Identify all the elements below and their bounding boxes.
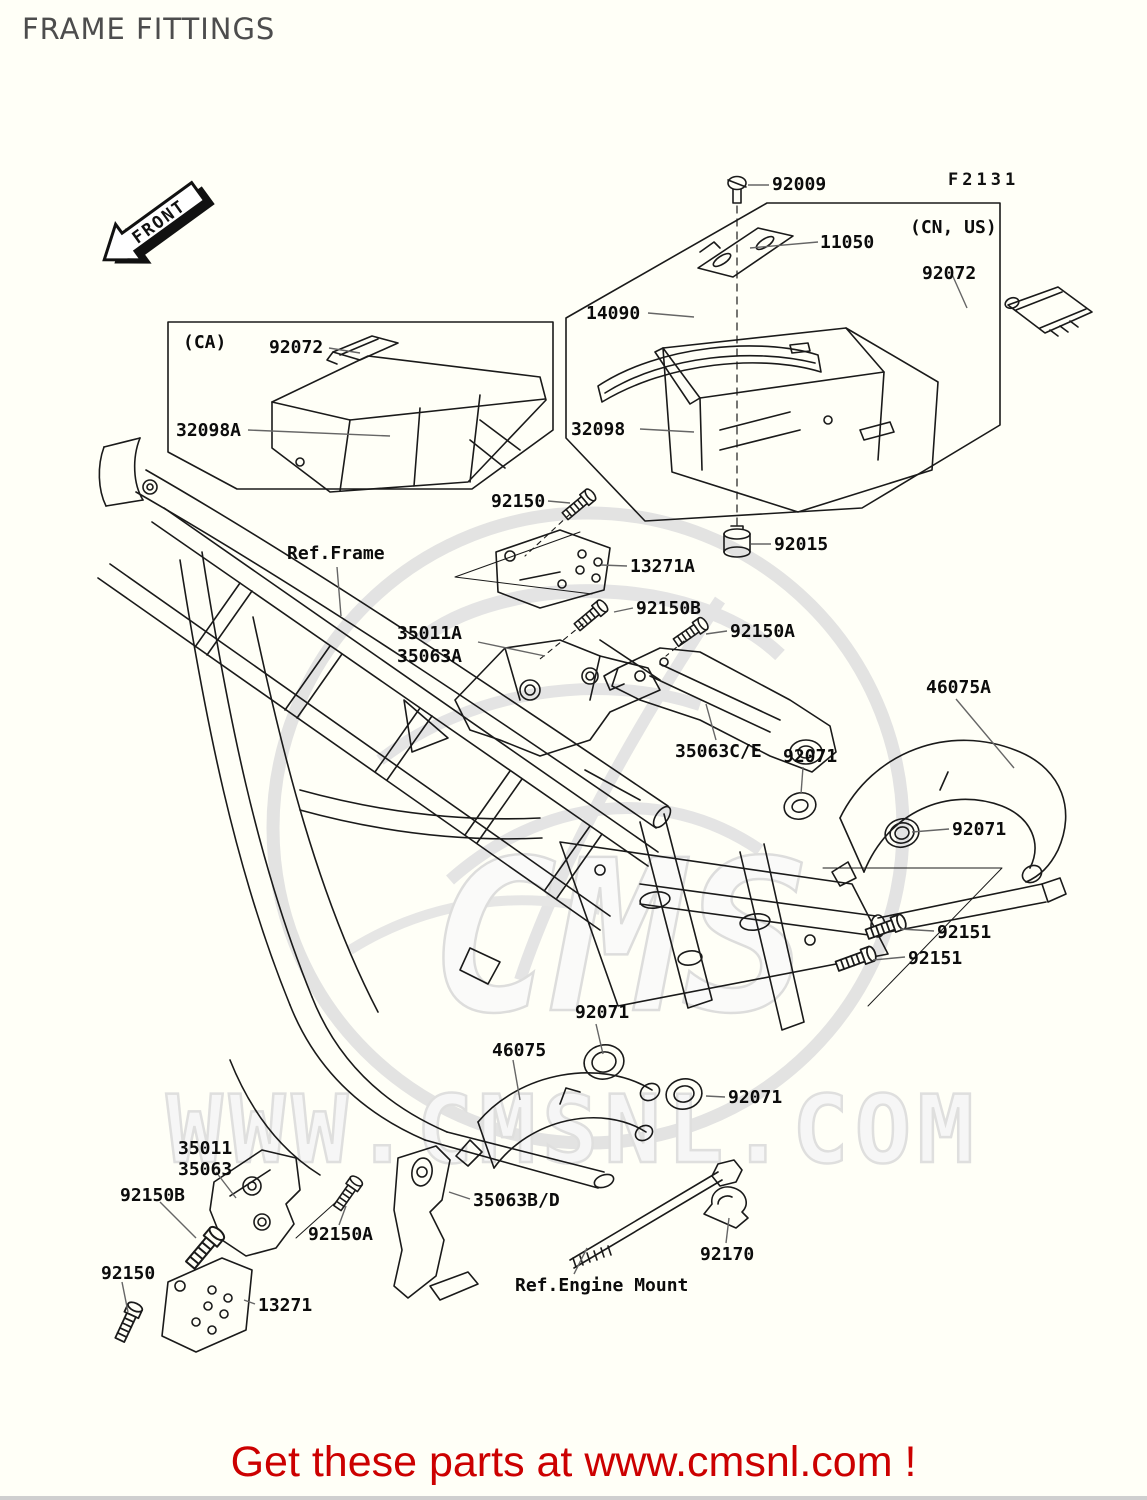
region-label-ca: (CA) (183, 332, 227, 353)
part-label-92150b-top: 92150B (636, 598, 702, 619)
battery-case-32098 (654, 327, 939, 513)
region-label-cn-us: (CN, US) (910, 217, 997, 238)
bolt-92150b-top (571, 597, 611, 634)
part-label-46075: 46075 (492, 1040, 547, 1061)
part-label-13271: 13271 (258, 1295, 313, 1316)
engine-guard-46075a (831, 739, 1067, 887)
part-label-32098a: 32098A (176, 420, 242, 441)
part-label-92170: 92170 (700, 1244, 755, 1265)
battery-case-ca (271, 335, 547, 493)
part-label-92071-2: 92071 (952, 819, 1007, 840)
part-label-92072-left: 92072 (269, 337, 324, 358)
part-label-13271a: 13271A (630, 556, 696, 577)
plate-13271a (454, 529, 611, 609)
part-label-32098: 32098 (571, 419, 626, 440)
frame-drawing (97, 437, 1067, 1189)
bracket-35063bd (393, 1145, 479, 1301)
damper-92015 (723, 525, 751, 558)
part-label-92150-top: 92150 (491, 491, 546, 512)
ref-engine-mount-label: Ref.Engine Mount (515, 1275, 689, 1296)
leader-lines (121, 184, 1015, 1313)
ref-frame-label: Ref.Frame (287, 543, 385, 564)
part-label-46075a: 46075A (926, 677, 992, 698)
part-label-92151-2: 92151 (908, 948, 963, 969)
figure-code: F2131 (948, 170, 1020, 190)
plate-13271-lower (161, 1257, 253, 1353)
part-label-11050: 11050 (820, 232, 875, 253)
bracket-11050 (697, 227, 794, 278)
cmsnl-banner-link[interactable]: Get these parts at www.cmsnl.com ! (230, 1438, 917, 1486)
engine-guard-46075 (455, 1072, 661, 1169)
part-label-92150a-top: 92150A (730, 621, 796, 642)
front-arrow: FRONT (102, 180, 215, 264)
watermark-url-text: WWW.CMSNL.COM (166, 1076, 980, 1185)
part-label-92072-right: 92072 (922, 263, 977, 284)
bolt-92150-lower (111, 1299, 145, 1345)
engine-mount-rod (569, 1159, 743, 1269)
part-label-35011: 35011 (178, 1138, 233, 1159)
part-label-92071-4: 92071 (728, 1087, 783, 1108)
part-label-35063a: 35063A (397, 646, 463, 667)
part-label-35011a: 35011A (397, 623, 463, 644)
part-label-92150b-lower: 92150B (120, 1185, 186, 1206)
cover-14090 (597, 345, 822, 403)
clamp-92170 (703, 1186, 749, 1229)
part-label-92150-lower: 92150 (101, 1263, 156, 1284)
part-label-35063ce: 35063C/E (675, 741, 762, 762)
ca-group-box (167, 321, 554, 490)
part-label-92071-3: 92071 (575, 1002, 630, 1023)
part-label-92009: 92009 (772, 174, 827, 195)
bracket-35011a-35063a (454, 639, 661, 757)
part-label-14090: 14090 (586, 303, 641, 324)
cn-us-group-box (565, 202, 1001, 522)
bottom-strip (0, 1496, 1147, 1500)
part-label-92015: 92015 (774, 534, 829, 555)
watermark-emblem-text: CMS (430, 815, 809, 1060)
part-label-92071-1: 92071 (783, 746, 838, 767)
part-label-35063: 35063 (178, 1159, 233, 1180)
screw-92009 (727, 175, 747, 527)
page-title: FRAME FITTINGS (22, 12, 276, 46)
strap-92072-right (1004, 286, 1093, 337)
bracket-35063ce (603, 647, 837, 773)
part-label-35063bd: 35063B/D (473, 1190, 560, 1211)
part-label-92150a-lower: 92150A (308, 1224, 374, 1245)
part-label-92151-1: 92151 (937, 922, 992, 943)
